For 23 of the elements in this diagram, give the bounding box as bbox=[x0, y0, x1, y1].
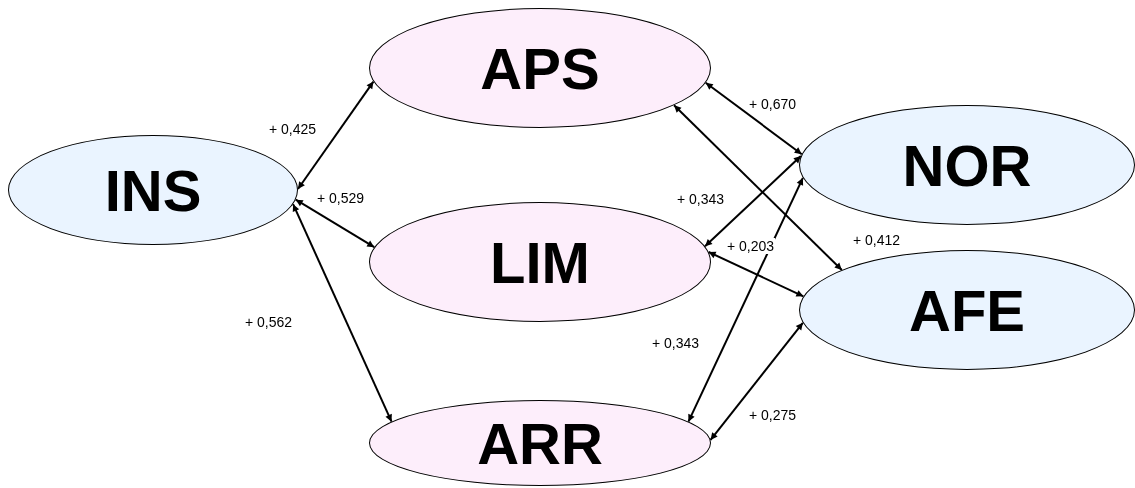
double-headed-arrow bbox=[297, 80, 375, 190]
double-headed-arrow bbox=[294, 198, 376, 249]
node-label: AFE bbox=[909, 276, 1025, 344]
edge-label: + 0,425 bbox=[268, 121, 318, 137]
node-label: LIM bbox=[490, 228, 590, 296]
double-headed-arrow bbox=[292, 203, 393, 423]
double-headed-arrow bbox=[704, 81, 803, 156]
double-headed-arrow bbox=[709, 321, 804, 441]
edge-label: + 0,412 bbox=[852, 232, 902, 248]
edge-label: + 0,562 bbox=[244, 314, 294, 330]
edge-label: + 0,529 bbox=[316, 190, 366, 206]
node-label: APS bbox=[480, 34, 600, 102]
edge-label: + 0,203 bbox=[726, 238, 776, 254]
node-label: ARR bbox=[477, 409, 603, 477]
node-label: NOR bbox=[902, 131, 1032, 199]
edge-label: + 0,275 bbox=[748, 407, 798, 423]
edge-label: + 0,343 bbox=[651, 335, 701, 351]
edge-label: + 0,343 bbox=[676, 191, 726, 207]
double-headed-arrow bbox=[687, 176, 804, 423]
double-headed-arrow bbox=[704, 155, 802, 248]
node-label: INS bbox=[104, 156, 202, 224]
edge-label: + 0,670 bbox=[748, 96, 798, 112]
double-headed-arrow bbox=[673, 104, 843, 271]
